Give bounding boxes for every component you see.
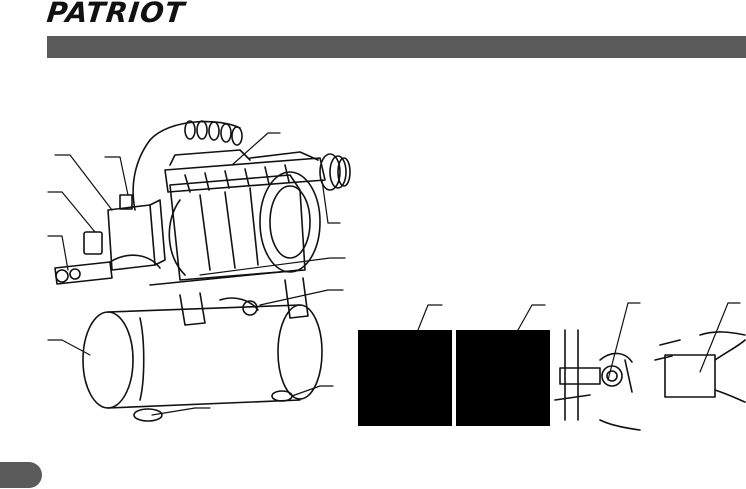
hose-coil [132,120,243,211]
header-band [47,36,746,58]
filter-detail [654,331,746,403]
frame [149,269,309,326]
page-number-tab [0,462,42,488]
detail-panel-2 [456,330,550,426]
air-tank [82,304,323,409]
detail-panel-1 [358,330,452,426]
pulley [319,153,351,191]
cylinder-head [164,149,326,193]
fittings [54,231,161,285]
leader-lines [47,132,741,416]
pressure-switch [107,194,166,271]
motor [168,171,321,281]
valve-detail [554,329,641,431]
